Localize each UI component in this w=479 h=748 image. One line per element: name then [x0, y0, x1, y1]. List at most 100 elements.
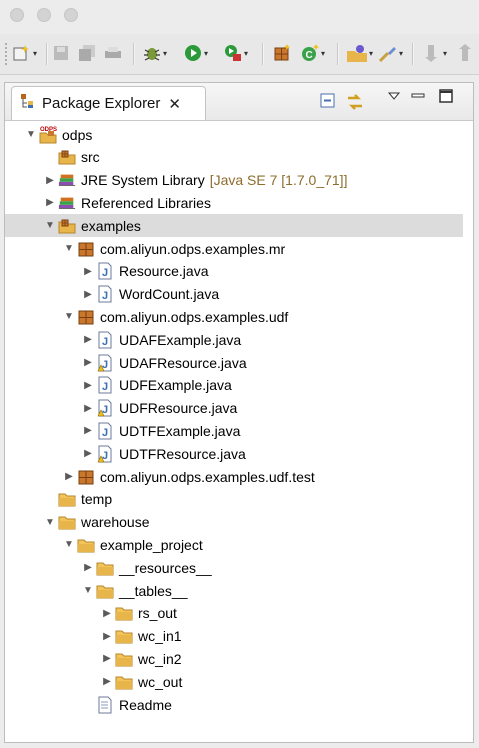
tree-item[interactable]: ▼ example_project	[5, 533, 473, 556]
tree-item-label: examples	[81, 217, 141, 234]
new-wizard-button[interactable]: ▾	[12, 42, 37, 64]
zoom-window-button[interactable]	[64, 8, 78, 22]
tree-item[interactable]: ▶JRE System Library[Java SE 7 [1.7.0_71]…	[5, 169, 473, 192]
tree-item-label: wc_in2	[138, 650, 182, 667]
collapsed-triangle-icon[interactable]: ▶	[103, 653, 111, 665]
external-tools-icon	[225, 45, 241, 61]
expanded-triangle-icon[interactable]: ▼	[64, 311, 74, 323]
collapsed-triangle-icon[interactable]: ▶	[84, 357, 92, 368]
expanded-triangle-icon[interactable]: ▼	[64, 243, 74, 254]
tree-item-decoration: [Java SE 7 [1.7.0_71]]	[209, 172, 348, 189]
save-all-button[interactable]	[78, 42, 96, 64]
expanded-triangle-icon[interactable]: ▼	[45, 220, 55, 232]
tree-item[interactable]: ▶rs_out	[5, 602, 473, 625]
java-file-icon: J	[96, 422, 114, 440]
collapsed-triangle-icon[interactable]: ▶	[103, 630, 111, 642]
next-annotation-button[interactable]: ▾	[424, 42, 447, 64]
tree-item[interactable]: ▼__tables__	[5, 579, 473, 602]
tab-package-explorer[interactable]: Package Explorer ✕	[11, 86, 206, 120]
collapsed-triangle-icon[interactable]: ▶	[65, 471, 73, 482]
text-file-icon	[96, 696, 114, 714]
collapsed-triangle-icon[interactable]: ▶	[103, 607, 111, 619]
java-file-icon: J	[96, 262, 114, 280]
tree-item[interactable]: ▶ J UDTFResource.java	[5, 442, 473, 465]
expanded-triangle-icon[interactable]: ▼	[45, 516, 55, 528]
minimize-window-button[interactable]	[37, 8, 51, 22]
tree-item-label: __resources__	[119, 559, 212, 576]
close-window-button[interactable]	[10, 8, 24, 22]
print-button[interactable]	[104, 42, 122, 64]
collapsed-triangle-icon[interactable]: ▶	[84, 562, 92, 574]
tree-item[interactable]: temp	[5, 488, 473, 511]
tree-item-label: UDTFResource.java	[119, 445, 246, 462]
source-folder-icon	[58, 217, 76, 235]
debug-button[interactable]: ▾	[142, 42, 167, 64]
toolbar-grip[interactable]	[4, 42, 8, 66]
tree-item-label: example_project	[100, 536, 203, 553]
link-with-editor-icon	[348, 94, 362, 110]
collapse-all-button[interactable]	[319, 92, 337, 115]
tree-item-label: UDAFExample.java	[119, 331, 242, 348]
package-explorer-icon	[20, 93, 36, 114]
run-button[interactable]: ▾	[183, 42, 208, 64]
view-menu-button[interactable]	[387, 89, 401, 107]
tree-item-label: warehouse	[81, 514, 150, 531]
collapsed-triangle-icon[interactable]: ▶	[46, 174, 54, 186]
collapsed-triangle-icon[interactable]: ▶	[84, 448, 92, 460]
svg-text:C: C	[306, 50, 313, 61]
link-with-editor-button[interactable]	[345, 92, 365, 117]
tree-item[interactable]: ▼com.aliyun.odps.examples.mr	[5, 237, 473, 260]
external-tools-button[interactable]: ▾	[223, 42, 248, 64]
search-icon	[378, 47, 396, 63]
tree-item[interactable]: ▼com.aliyun.odps.examples.udf	[5, 305, 473, 328]
collapsed-triangle-icon[interactable]: ▶	[84, 265, 92, 277]
folder-icon	[115, 650, 133, 668]
tree-item[interactable]: ▼ warehouse	[5, 511, 473, 534]
odps-project-icon: ODPS	[39, 126, 57, 144]
collapsed-triangle-icon[interactable]: ▶	[84, 334, 92, 346]
folder-icon	[58, 513, 76, 531]
close-icon[interactable]: ✕	[168, 95, 181, 113]
open-type-button[interactable]: ▾	[346, 42, 373, 64]
expanded-triangle-icon[interactable]: ▼	[64, 539, 74, 551]
expanded-triangle-icon[interactable]: ▼	[26, 129, 36, 140]
prev-annotation-button[interactable]	[458, 42, 474, 64]
tree-item[interactable]: Readme	[5, 693, 473, 716]
minimize-view-button[interactable]	[411, 89, 425, 107]
save-icon	[54, 46, 68, 60]
tree-item[interactable]: ▶ wc_out	[5, 670, 473, 693]
tree-item[interactable]: ▶com.aliyun.odps.examples.udf.test	[5, 465, 473, 488]
tree-item[interactable]: ▶ wc_in2	[5, 647, 473, 670]
tree-item[interactable]: ▶wc_in1	[5, 625, 473, 648]
java-file-warning-icon: J	[96, 445, 114, 463]
folder-icon	[115, 673, 133, 691]
tree-item[interactable]: ▶ __resources__	[5, 556, 473, 579]
folder-icon	[96, 582, 114, 600]
search-button[interactable]: ▾	[378, 42, 403, 64]
collapsed-triangle-icon[interactable]: ▶	[84, 379, 92, 391]
tree-item-label: wc_out	[138, 673, 183, 690]
expanded-triangle-icon[interactable]: ▼	[83, 585, 93, 596]
tree-item[interactable]: ▼ examples	[5, 214, 463, 238]
collapsed-triangle-icon[interactable]: ▶	[84, 288, 92, 300]
new-class-button[interactable]: C▾	[300, 42, 325, 64]
tree-item[interactable]: ▶ J Resource.java	[5, 260, 473, 283]
save-button[interactable]	[52, 42, 70, 64]
new-package-button[interactable]	[272, 42, 292, 64]
svg-text:J: J	[102, 290, 108, 302]
tree-item[interactable]: ▶Referenced Libraries	[5, 191, 473, 214]
maximize-view-button[interactable]	[439, 89, 453, 108]
tree-item[interactable]: src	[5, 146, 473, 169]
collapsed-triangle-icon[interactable]: ▶	[84, 425, 92, 437]
tree-item-label: Resource.java	[119, 263, 209, 280]
collapsed-triangle-icon[interactable]: ▶	[46, 197, 54, 209]
collapsed-triangle-icon[interactable]: ▶	[103, 676, 111, 688]
collapsed-triangle-icon[interactable]: ▶	[84, 402, 92, 414]
